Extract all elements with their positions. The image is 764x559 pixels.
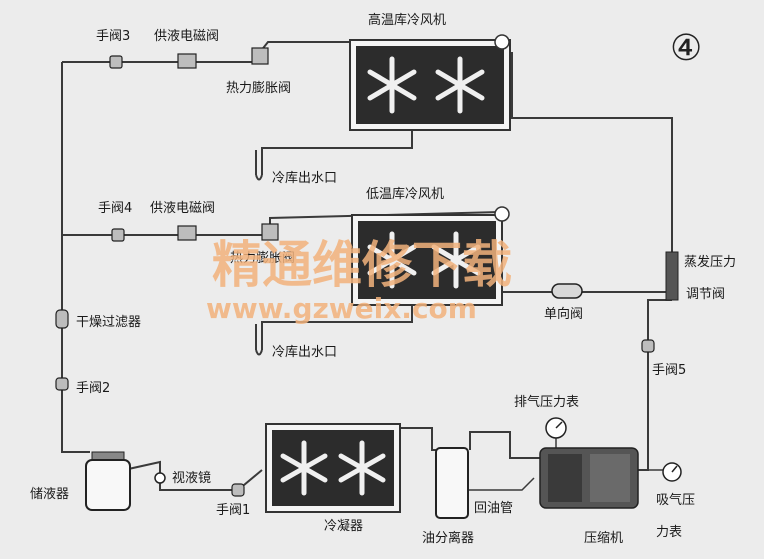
high-temp-cooler-unit — [349, 34, 511, 131]
fan-icon — [280, 440, 328, 496]
condenser-coil — [272, 430, 394, 506]
suction-pressure-gauge-icon — [662, 462, 682, 482]
high-temp-coil — [356, 46, 504, 124]
watermark: 精通维修下载 www.gzweix.com — [206, 236, 512, 325]
label-oil-separator: 油分离器 — [422, 530, 474, 546]
receiver-tank — [85, 451, 131, 511]
hand-valve-2-icon — [55, 377, 69, 391]
drain-trap-top — [255, 174, 263, 181]
component-labels: 手阀3 供液电磁阀 高温库冷风机 热力膨胀阀 冷库出水口 手阀4 供液电磁阀 低… — [30, 12, 736, 546]
label-drain-2: 冷库出水口 — [272, 344, 337, 360]
label-low-temp-cooler: 低温库冷风机 — [366, 186, 444, 202]
watermark-title: 精通维修下载 — [212, 236, 512, 294]
dryer-filter-icon — [55, 309, 69, 329]
label-expansion-valve-2: 热力膨胀阀 — [230, 251, 295, 266]
label-solenoid-1: 供液电磁阀 — [154, 29, 219, 44]
label-check-valve: 单向阀 — [544, 306, 583, 322]
label-hand-valve-3: 手阀3 — [96, 29, 130, 44]
hand-valve-5-icon — [641, 339, 655, 353]
hand-valve-3-icon — [109, 55, 123, 69]
label-hand-valve-5: 手阀5 — [652, 363, 686, 378]
label-sight-glass: 视液镜 — [172, 471, 211, 486]
expansion-valve-1-icon — [251, 47, 269, 65]
sensor-bulb-icon — [494, 34, 510, 50]
expansion-valve-2-icon — [261, 223, 279, 241]
label-dryer-filter: 干燥过滤器 — [76, 315, 141, 330]
receiver-outlet — [123, 460, 263, 491]
check-valve-body — [551, 283, 583, 299]
drain-pipe-mid — [255, 305, 413, 350]
watermark-url: www.gzweix.com — [206, 292, 477, 325]
label-hand-valve-4: 手阀4 — [98, 201, 132, 216]
low-temp-cooler-unit — [351, 206, 510, 306]
liquid-branch-top — [62, 52, 261, 63]
label-receiver: 储液器 — [30, 487, 69, 502]
label-condenser: 冷凝器 — [324, 518, 363, 534]
label-compressor: 压缩机 — [584, 530, 623, 546]
fan-icon — [367, 56, 417, 114]
label-oil-return: 回油管 — [474, 501, 513, 516]
condenser-to-oil — [400, 427, 456, 451]
label-suction-gauge-2: 力表 — [656, 525, 682, 540]
label-hand-valve-2: 手阀2 — [76, 381, 110, 396]
fan-icon — [338, 440, 386, 496]
compressor-unit — [539, 447, 639, 509]
suction-high-temp — [511, 52, 673, 252]
suction-main — [636, 299, 672, 471]
oil-return-line — [468, 477, 535, 491]
label-evap-pressure-2: 调节阀 — [686, 287, 725, 302]
drain-pipe-top — [255, 128, 413, 175]
hand-valve-1-icon — [231, 483, 245, 497]
low-temp-coil — [358, 221, 496, 299]
diagram-number-badge: ④ — [670, 28, 702, 69]
condenser-unit — [265, 423, 401, 513]
solenoid-valve-2-icon — [177, 225, 197, 241]
drain-trap-mid — [255, 349, 263, 356]
label-evap-pressure-1: 蒸发压力 — [684, 254, 736, 270]
label-expansion-valve-1: 热力膨胀阀 — [226, 81, 291, 96]
oil-separator-tank — [435, 447, 469, 519]
label-drain-1: 冷库出水口 — [272, 170, 337, 186]
evap-pressure-regulator — [665, 251, 679, 301]
fan-icon — [435, 56, 485, 114]
sensor-bulb-icon — [494, 206, 510, 222]
label-suction-gauge-1: 吸气压 — [656, 492, 695, 508]
fan-icon — [431, 231, 481, 289]
label-hand-valve-1: 手阀1 — [216, 503, 250, 518]
label-high-temp-cooler: 高温库冷风机 — [368, 12, 446, 28]
sight-glass-icon — [154, 472, 166, 484]
liquid-line-left — [61, 62, 90, 453]
hand-valve-4-icon — [111, 228, 125, 242]
label-discharge-gauge: 排气压力表 — [514, 394, 579, 410]
label-solenoid-2: 供液电磁阀 — [150, 201, 215, 216]
discharge-line — [469, 431, 540, 459]
discharge-pressure-gauge-icon — [545, 417, 567, 439]
solenoid-valve-1-icon — [177, 53, 197, 69]
fan-icon — [367, 231, 417, 289]
